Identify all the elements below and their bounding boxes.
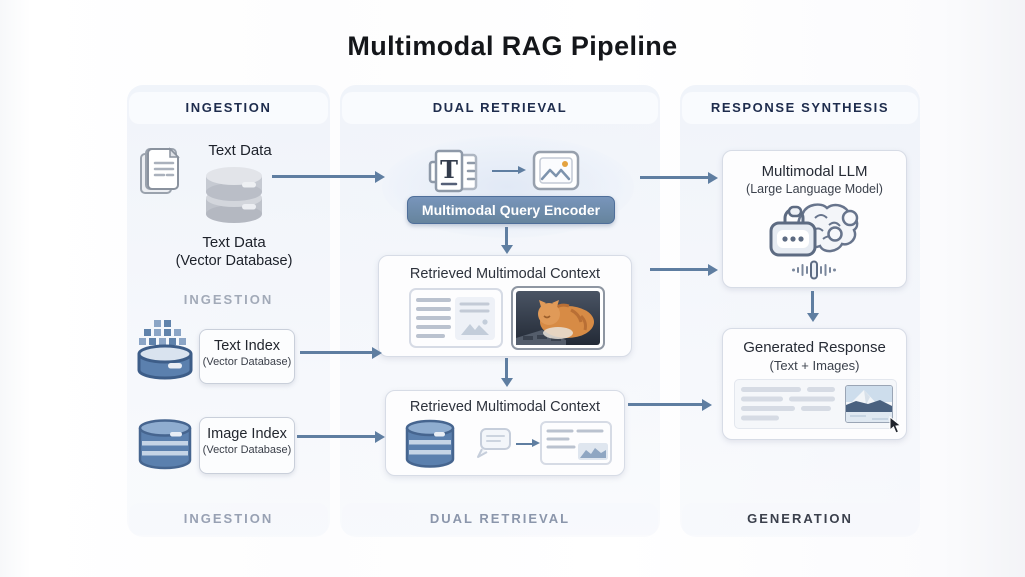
llm-title: Multimodal LLM bbox=[761, 163, 868, 180]
waveform-icon bbox=[791, 260, 837, 280]
footer-dual-retrieval: DUAL RETRIEVAL bbox=[342, 503, 658, 535]
text-index-title: Text Index bbox=[213, 338, 281, 354]
arrow-textindex-to-context bbox=[300, 346, 382, 359]
arrow-llm-to-response bbox=[806, 291, 819, 322]
arrow-textdata-to-encoder bbox=[272, 170, 385, 183]
arrow-text-to-image-icon bbox=[492, 166, 526, 174]
image-index-box: Image Index (Vector Database) bbox=[199, 417, 295, 474]
arrow-encoder-to-context bbox=[500, 227, 513, 254]
arrow-context-to-context bbox=[500, 358, 513, 387]
header-dual-retrieval: DUAL RETRIEVAL bbox=[342, 92, 658, 124]
generated-response-box: Generated Response (Text + Images) bbox=[722, 328, 907, 440]
response-subtitle: (Text + Images) bbox=[769, 358, 860, 373]
arrow-context-to-response bbox=[628, 398, 712, 411]
image-index-title: Image Index bbox=[207, 426, 287, 442]
text-index-subtitle: (Vector Database) bbox=[202, 356, 292, 368]
image-index-subtitle: (Vector Database) bbox=[202, 444, 292, 456]
text-glyph: T bbox=[440, 155, 458, 184]
mouse-cursor-icon bbox=[888, 416, 902, 434]
text-document-icon: T bbox=[428, 147, 484, 195]
multimodal-query-encoder: Multimodal Query Encoder bbox=[407, 196, 615, 224]
arrow-encoder-to-llm bbox=[640, 171, 718, 184]
text-index-database-icon bbox=[136, 318, 194, 382]
lock-brain-icon bbox=[763, 201, 863, 259]
retrieved-context-bottom-title: Retrieved Multimodal Context bbox=[409, 399, 601, 415]
arrow-imageindex-to-context bbox=[297, 430, 385, 443]
ingestion-section-label: INGESTION bbox=[183, 292, 274, 307]
llm-subtitle: (Large Language Model) bbox=[746, 182, 883, 196]
documents-icon bbox=[137, 143, 189, 199]
page-title: Multimodal RAG Pipeline bbox=[347, 31, 678, 61]
document-chart-icon bbox=[540, 421, 612, 465]
footer-ingestion: INGESTION bbox=[129, 503, 328, 535]
text-data-caption-sub: (Vector Database) bbox=[175, 253, 293, 269]
context-database-icon bbox=[404, 419, 456, 469]
text-data-caption: Text Data bbox=[202, 234, 266, 251]
header-response-synthesis: RESPONSE SYNTHESIS bbox=[682, 92, 918, 124]
image-icon bbox=[532, 150, 580, 192]
image-index-database-icon bbox=[137, 418, 193, 470]
cat-photo bbox=[511, 286, 605, 350]
header-ingestion: INGESTION bbox=[129, 92, 328, 124]
text-data-label: Text Data bbox=[208, 142, 272, 159]
landscape-photo bbox=[845, 385, 893, 423]
multimodal-llm-box: Multimodal LLM (Large Language Model) bbox=[722, 150, 907, 288]
document-thumbnail bbox=[409, 288, 503, 348]
retrieved-context-top-box: Retrieved Multimodal Context bbox=[378, 255, 632, 357]
retrieved-context-top-title: Retrieved Multimodal Context bbox=[409, 266, 601, 282]
arrow-context-to-llm bbox=[650, 263, 718, 276]
retrieved-context-bottom-box: Retrieved Multimodal Context bbox=[385, 390, 625, 476]
vector-database-icon bbox=[199, 160, 269, 226]
text-index-box: Text Index (Vector Database) bbox=[199, 329, 295, 384]
chat-bubble-icon bbox=[472, 427, 512, 461]
response-content bbox=[734, 379, 897, 429]
response-text-lines bbox=[741, 385, 841, 423]
arrow-bubble-to-doc bbox=[516, 439, 540, 447]
response-title: Generated Response bbox=[743, 339, 886, 356]
footer-generation: GENERATION bbox=[682, 503, 918, 535]
